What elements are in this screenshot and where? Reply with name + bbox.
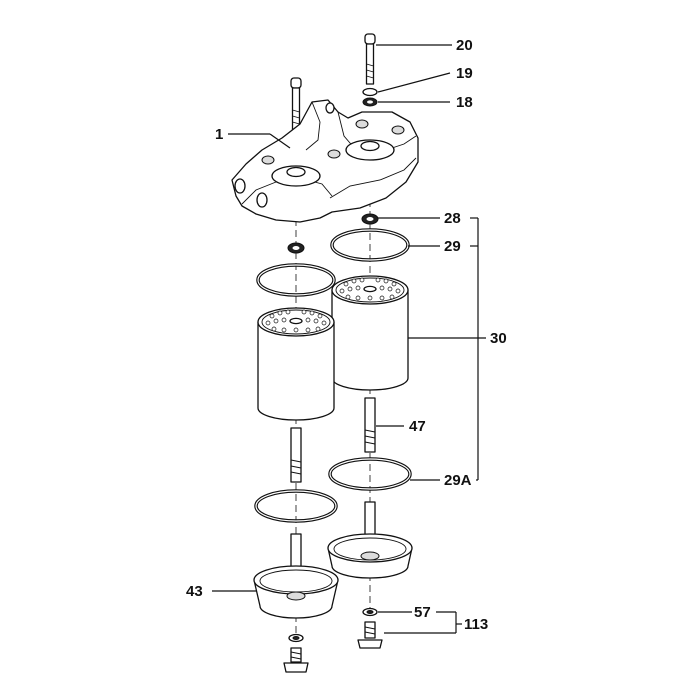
- bowl-right: [327, 501, 413, 579]
- filter-element-30-right: [331, 275, 409, 391]
- callout-30: 30: [490, 330, 507, 347]
- callout-1: 1: [215, 126, 223, 143]
- leader-lines: [212, 44, 486, 634]
- bowl-43: [253, 533, 339, 619]
- callout-28: 28: [444, 210, 461, 227]
- filter-head-1: [231, 99, 419, 223]
- filter-element-30-left: [257, 307, 335, 421]
- seal-18: [362, 97, 378, 107]
- callout-19: 19: [456, 65, 473, 82]
- callout-113: 113: [464, 616, 488, 633]
- seal-28: [361, 213, 379, 225]
- callout-29: 29: [444, 238, 461, 255]
- callout-57: 57: [414, 604, 431, 621]
- stud-47: [364, 397, 376, 453]
- seal-28-left: [287, 242, 305, 254]
- callouts: 1 20 19 18 28 29 30 47 29A 43 57 113: [186, 37, 507, 633]
- drain-plug-right: [357, 621, 383, 649]
- stud-47-left: [290, 427, 302, 483]
- washer-19: [362, 87, 378, 97]
- callout-18: 18: [456, 94, 473, 111]
- perforations-left: [265, 309, 327, 333]
- o-ring-29-left: [256, 263, 336, 297]
- callout-20: 20: [456, 37, 473, 54]
- callout-47: 47: [409, 418, 426, 435]
- callout-43: 43: [186, 583, 203, 600]
- o-ring-29: [330, 228, 410, 262]
- callout-29a: 29A: [444, 472, 472, 489]
- o-ring-29a: [328, 457, 412, 491]
- perforations-right: [339, 277, 401, 301]
- drain-plug-left: [283, 647, 309, 673]
- washer-57: [362, 607, 378, 617]
- o-ring-29a-left: [254, 489, 338, 523]
- bolt-20: [364, 33, 376, 85]
- washer-left-bottom: [288, 633, 304, 643]
